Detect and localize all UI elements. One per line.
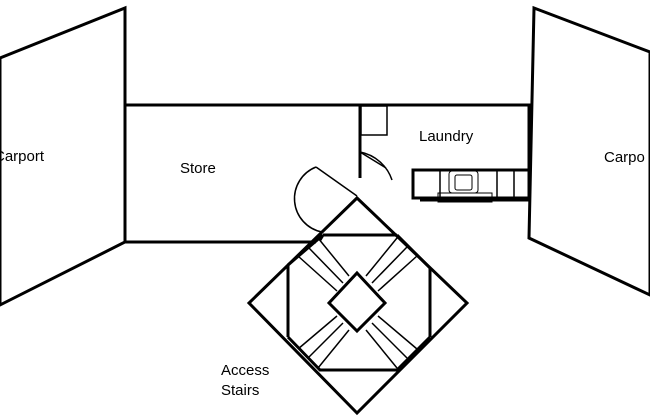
store-door-leaf [315, 166, 358, 197]
laundry-door-leaf [359, 151, 387, 169]
closet-box [360, 105, 388, 136]
laundry-walls [360, 103, 531, 202]
store-door-swing-arc [293, 166, 323, 233]
laundry-counter [411, 168, 531, 200]
laundry-label: Laundry [419, 128, 474, 145]
store-walls [123, 103, 362, 244]
carport-right-label: Carpo [604, 149, 645, 166]
access-stairs-label-line2: Stairs [221, 382, 259, 399]
store-label: Store [180, 160, 216, 177]
laundry-door-swing-arc [359, 151, 393, 181]
access-stairs-label-line1: Access [221, 362, 269, 379]
access-stairs [246, 195, 470, 416]
carport-right [527, 5, 650, 297]
sink-basin-icon [454, 174, 473, 191]
carport-left-label: Carport [0, 148, 45, 165]
laundry-sink [448, 170, 479, 194]
